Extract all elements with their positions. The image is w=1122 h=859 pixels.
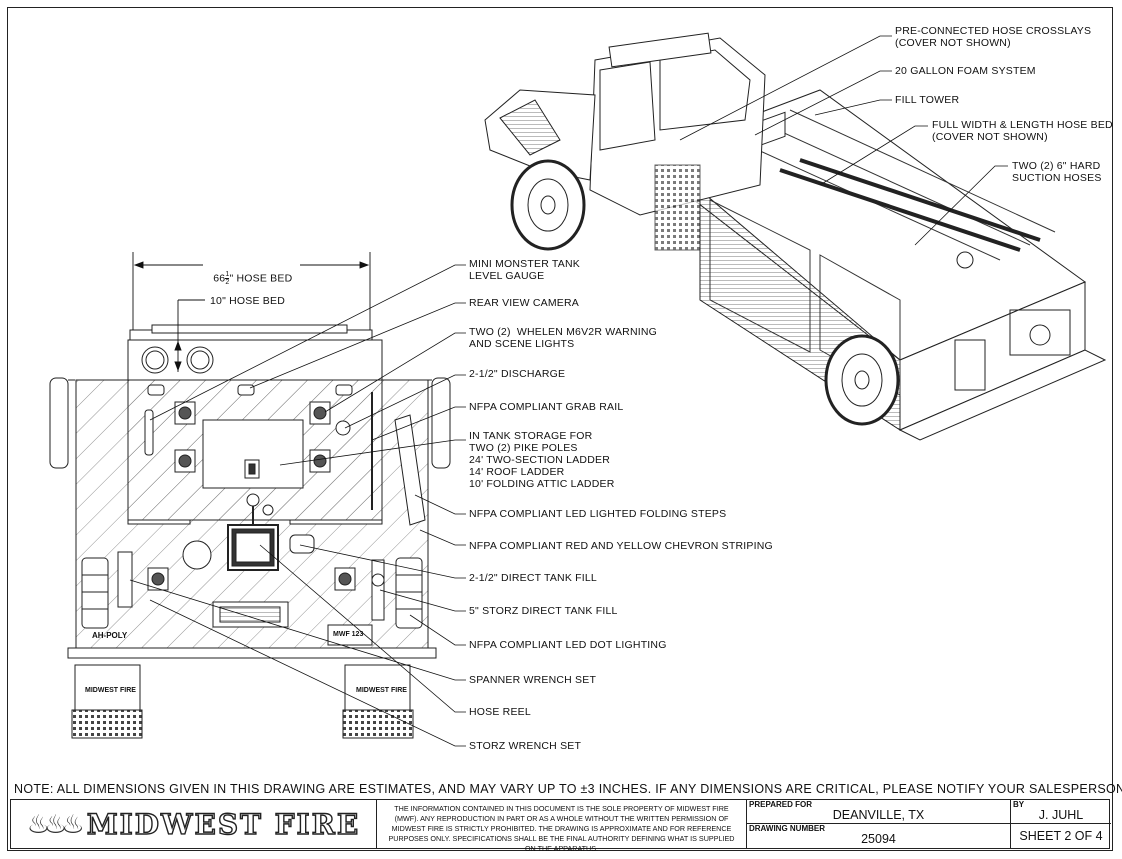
callout-grab-rail: NFPA COMPLIANT GRAB RAIL <box>469 401 624 413</box>
spanner-bracket <box>117 551 133 608</box>
discharge-lower <box>289 534 315 554</box>
lower-light-right <box>334 567 356 591</box>
callout-hose-reel: HOSE REEL <box>469 706 531 718</box>
isometric-leader-lines <box>679 35 1008 246</box>
callout-storz-wrench: STORZ WRENCH SET <box>469 740 582 752</box>
left-mirror <box>49 377 69 469</box>
by-value: J. JUHL <box>1038 808 1084 822</box>
unit-number-plate: MWF 123 <box>333 631 364 638</box>
rear-wheel <box>824 334 900 426</box>
prepared-for-cell: PREPARED FOR DEANVILLE, TX DRAWING NUMBE… <box>747 800 1011 848</box>
warning-light-upper-left <box>174 401 196 425</box>
prepared-for-value: DEANVILLE, TX <box>832 808 925 822</box>
tank-storage-door <box>202 419 304 489</box>
flame-icon: ♨♨♨ <box>26 808 85 839</box>
callout-whelen-lights: TWO (2) WHELEN M6V2R WARNING AND SCENE L… <box>469 326 658 350</box>
front-wheel <box>510 159 586 251</box>
warning-light-upper-right <box>309 401 331 425</box>
body-brand-plate: AH-POLY <box>92 631 128 640</box>
dimensions-note: NOTE: ALL DIMENSIONS GIVEN IN THIS DRAWI… <box>14 782 1122 796</box>
grab-rail-left <box>144 409 154 456</box>
scene-light-right <box>309 449 331 473</box>
right-mirror <box>431 377 451 469</box>
company-logo: ♨♨♨ MIDWEST FIRE <box>11 800 377 848</box>
callout-dot-lighting: NFPA COMPLIANT LED DOT LIGHTING <box>469 639 667 651</box>
callout-suction-hoses: TWO (2) 6" HARD SUCTION HOSES <box>1012 160 1102 184</box>
by-label: BY <box>1013 800 1025 809</box>
storz-fill <box>371 559 385 621</box>
callout-hose-crosslays: PRE-CONNECTED HOSE CROSSLAYS (COVER NOT … <box>895 25 1092 49</box>
ladder-side <box>394 414 426 526</box>
mudflap-logo-right: MIDWEST FIRE <box>356 687 407 694</box>
callout-discharge: 2-1/2" DISCHARGE <box>469 368 566 380</box>
drawing-number-value: 25094 <box>861 832 896 846</box>
title-block: ♨♨♨ MIDWEST FIRE THE INFORMATION CONTAIN… <box>10 799 1111 853</box>
rear-tire-left <box>71 709 143 739</box>
tail-light-left <box>81 557 109 629</box>
rear-leader-lines <box>129 264 466 747</box>
hose-bed-compartment <box>127 339 383 381</box>
logo-text: MIDWEST FIRE <box>86 807 361 841</box>
rear-view-truck <box>49 324 451 739</box>
callout-fill-tower: FILL TOWER <box>895 94 960 106</box>
callout-foam-system: 20 GALLON FOAM SYSTEM <box>895 65 1036 77</box>
dimension-hose-bed-height: 10" HOSE BED <box>210 295 285 307</box>
callout-rear-camera: REAR VIEW CAMERA <box>469 297 579 309</box>
sheet-number: SHEET 2 OF 4 <box>1019 829 1103 843</box>
dimension-lines <box>132 252 371 372</box>
callout-full-hose-bed: FULL WIDTH & LENGTH HOSE BED (COVER NOT … <box>932 119 1113 143</box>
isometric-truck-view <box>484 32 1107 441</box>
drawing-sheet <box>7 7 1113 851</box>
rear-tire-right <box>342 709 414 739</box>
by-cell: BY J. JUHL SHEET 2 OF 4 <box>1011 800 1111 848</box>
lower-light-left <box>147 567 169 591</box>
callout-mini-monster: MINI MONSTER TANK LEVEL GAUGE <box>469 258 580 282</box>
callout-tank-storage: IN TANK STORAGE FOR TWO (2) PIKE POLES 2… <box>469 430 615 490</box>
prepared-for-label: PREPARED FOR <box>749 800 812 809</box>
callout-storz-tank-fill: 5" STORZ DIRECT TANK FILL <box>469 605 618 617</box>
mudflap-logo-left: MIDWEST FIRE <box>85 687 136 694</box>
scene-light-left <box>174 449 196 473</box>
callout-spanner-wrench: SPANNER WRENCH SET <box>469 674 597 686</box>
callout-folding-steps: NFPA COMPLIANT LED LIGHTED FOLDING STEPS <box>469 508 727 520</box>
discharge-cap <box>335 420 351 436</box>
callout-chevron-striping: NFPA COMPLIANT RED AND YELLOW CHEVRON ST… <box>469 540 773 552</box>
drawing-number-label: DRAWING NUMBER <box>749 824 825 833</box>
callout-direct-tank-fill: 2-1/2" DIRECT TANK FILL <box>469 572 597 584</box>
disclaimer: THE INFORMATION CONTAINED IN THIS DOCUME… <box>377 800 747 853</box>
mudflap-right <box>344 664 411 711</box>
mudflap-left <box>74 664 141 711</box>
direct-tank-fill-cap <box>182 540 212 570</box>
